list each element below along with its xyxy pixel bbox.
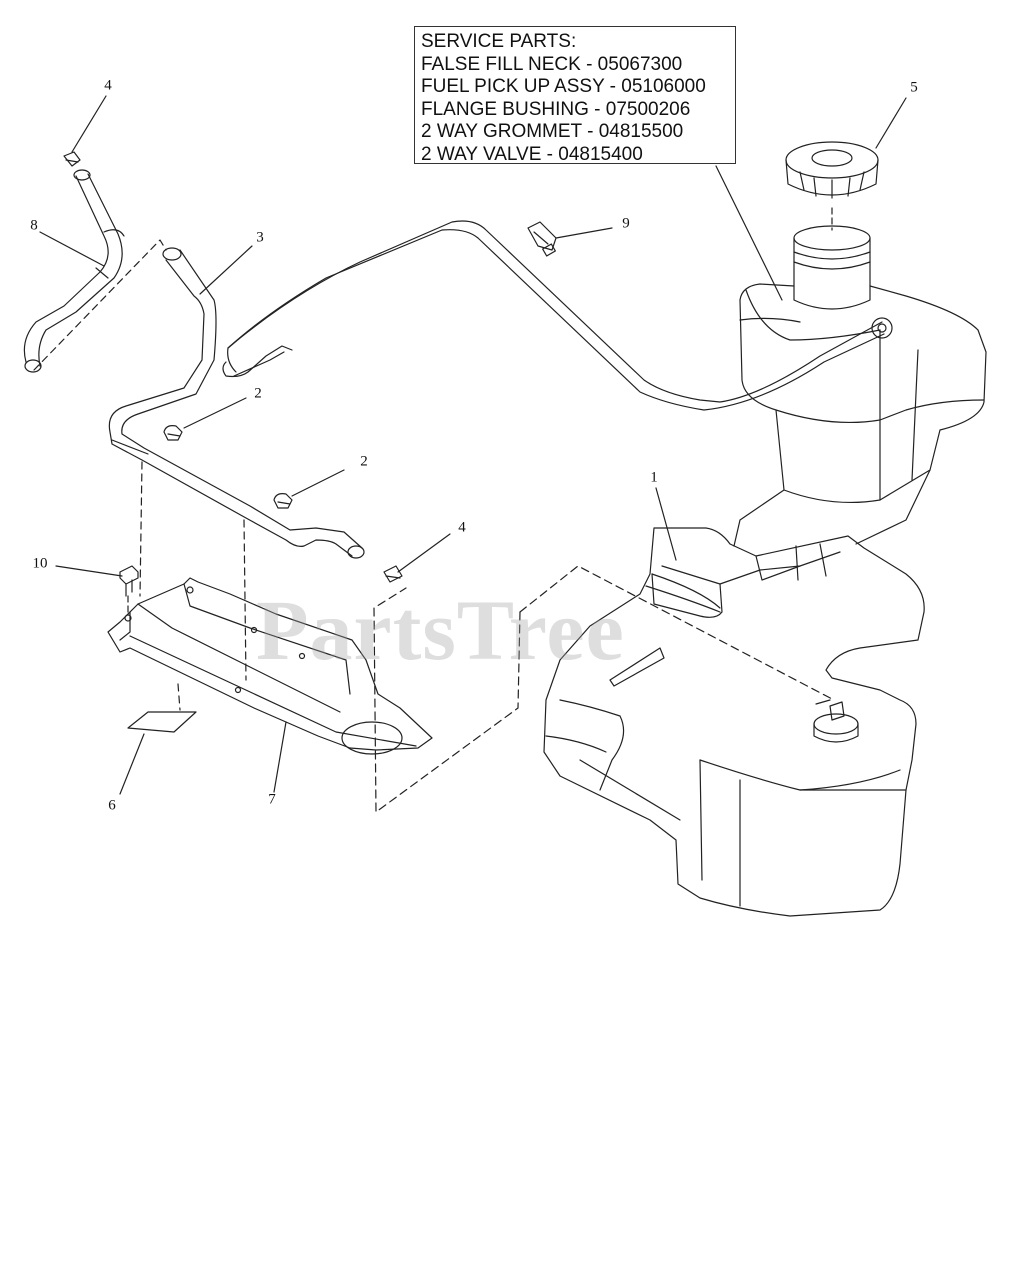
- callout-8: 8: [30, 217, 38, 234]
- fuel-hose-8: [23, 169, 125, 373]
- fuel-line-shield-7: [107, 577, 433, 755]
- service-part-line: FLANGE BUSHING - 07500206: [421, 98, 691, 120]
- service-part-line: 2 WAY GROMMET - 04815500: [421, 121, 684, 142]
- service-part-line: FALSE FILL NECK - 05067300: [421, 53, 683, 75]
- leader-7: [273, 721, 287, 793]
- callout-4-top: 4: [104, 77, 112, 94]
- fuel-hose-3: [108, 247, 365, 559]
- screw-10: [119, 565, 139, 597]
- fuel-return-hose: [222, 220, 885, 411]
- callout-7: 7: [268, 791, 276, 808]
- hose-clip-2-lower: [273, 493, 293, 509]
- leader-9: [555, 227, 613, 239]
- leader-6: [119, 733, 145, 795]
- fuel-cap: [785, 141, 879, 199]
- fuel-tank-upper: [733, 225, 987, 547]
- callout-9: 9: [622, 215, 630, 232]
- leader-4-top: [71, 95, 107, 153]
- leader-1: [655, 487, 677, 561]
- leader-4-right: [397, 533, 451, 573]
- service-part-line: 2 WAY VALVE - 04815400: [421, 143, 643, 165]
- label-pad-6: [127, 711, 197, 733]
- callout-1: 1: [650, 469, 658, 486]
- callout-3: 3: [256, 229, 264, 246]
- callout-6: 6: [108, 797, 116, 814]
- leader-3: [199, 245, 253, 295]
- hose-connector-9: [527, 221, 557, 257]
- leader-5: [875, 97, 907, 149]
- watermark: PartsTree: [256, 582, 625, 678]
- leader-2-upper: [183, 397, 247, 429]
- callout-4-right: 4: [458, 519, 466, 536]
- service-part-line: FUEL PICK UP ASSY - 05106000: [421, 76, 706, 97]
- callout-10: 10: [32, 555, 48, 572]
- leader-10: [55, 565, 123, 577]
- service-parts-leader: [715, 165, 783, 301]
- hose-clamp-4-top: [63, 151, 81, 167]
- hose-clamp-4-right: [383, 565, 403, 583]
- leader-2-lower: [291, 469, 345, 497]
- hose-clip-2-upper: [163, 425, 183, 441]
- service-parts-title: SERVICE PARTS:: [421, 31, 577, 52]
- callout-2-upper: 2: [254, 385, 262, 402]
- service-parts-box: SERVICE PARTS: FALSE FILL NECK - 0506730…: [414, 26, 736, 165]
- leader-8: [39, 231, 105, 267]
- callout-2-lower: 2: [360, 453, 368, 470]
- callout-5: 5: [910, 79, 918, 96]
- fuel-tank-lower: [543, 527, 925, 917]
